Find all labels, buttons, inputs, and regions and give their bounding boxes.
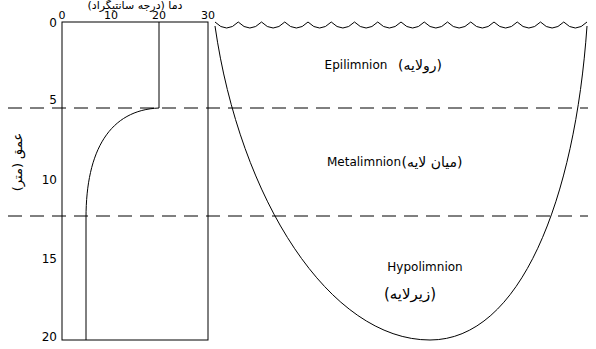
tick-label: 0 [49, 17, 57, 30]
layer-name: Epilimnion [325, 59, 388, 72]
axis-title: دما (درجه سانتیگراد) [88, 0, 183, 12]
tick-label: 15 [42, 253, 57, 266]
layer-name: (رولایه) [398, 58, 442, 73]
layer-boundary [8, 216, 588, 217]
plot-frame [62, 22, 208, 340]
layer-name: (زیرلایه) [384, 286, 436, 303]
tick-label: 20 [152, 10, 166, 22]
tick-label: 10 [104, 10, 118, 22]
tick-label: 20 [42, 331, 57, 344]
water-surface [215, 22, 587, 28]
temperature-profile [86, 22, 159, 340]
tick-label: 10 [42, 174, 57, 187]
lake-basin [215, 26, 587, 340]
layer-name: (میان لایه) [401, 155, 462, 170]
layer-name: Hypolimnion [387, 261, 462, 274]
tick-label: 30 [201, 10, 215, 22]
axis-title: عمق (متر) [11, 133, 25, 191]
tick-label: 5 [49, 94, 57, 107]
layer-name: Metalimnion [327, 156, 401, 169]
tick-label: 0 [59, 10, 66, 22]
layer-boundary [8, 108, 588, 109]
